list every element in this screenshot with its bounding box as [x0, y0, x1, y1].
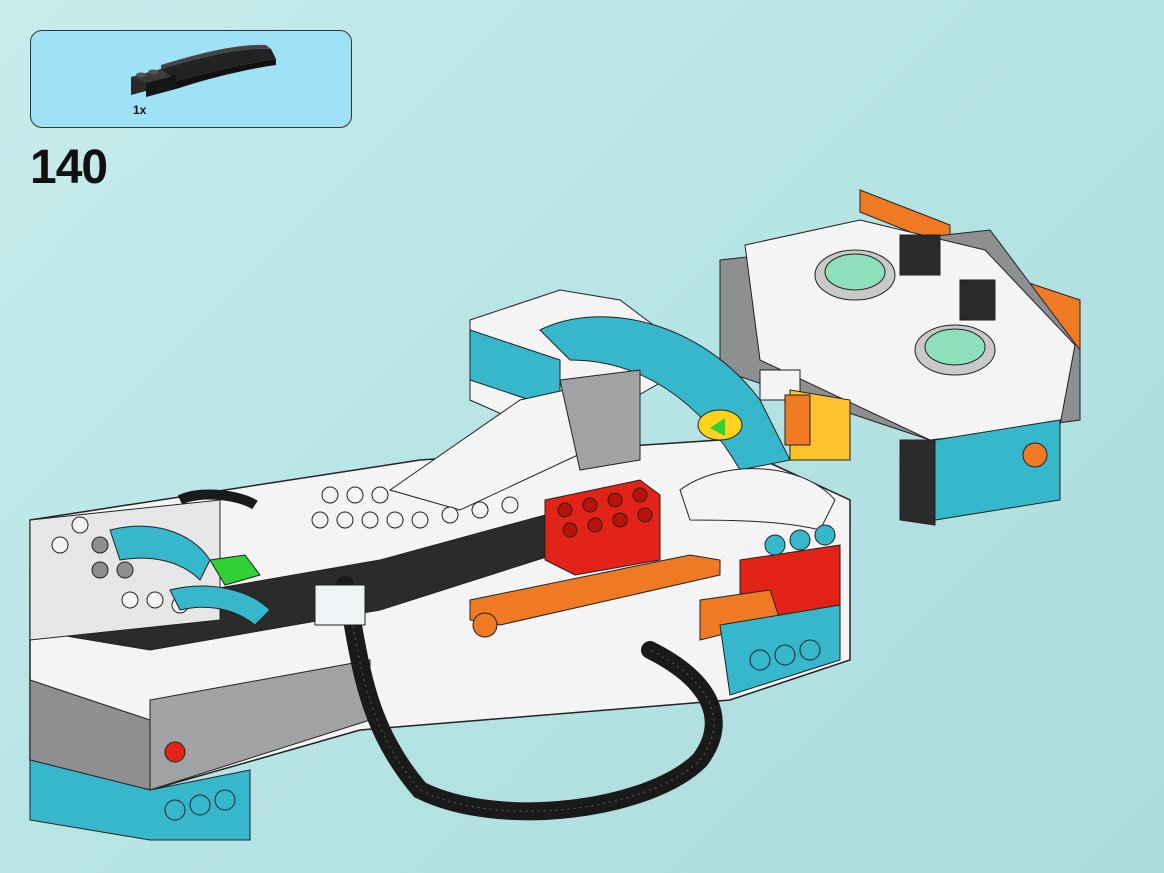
parts-callout-box: 1x	[30, 30, 352, 128]
front-curves	[109, 525, 271, 626]
red-orange-bricks	[469, 479, 841, 696]
step-number: 140	[30, 141, 108, 194]
teal-beam-holes	[164, 524, 836, 821]
cable	[177, 489, 723, 821]
body-top	[388, 289, 851, 531]
sensor-assembly	[719, 189, 1081, 526]
curved-slope-brick-icon	[131, 44, 276, 97]
part-quantity: 1x	[133, 103, 147, 117]
